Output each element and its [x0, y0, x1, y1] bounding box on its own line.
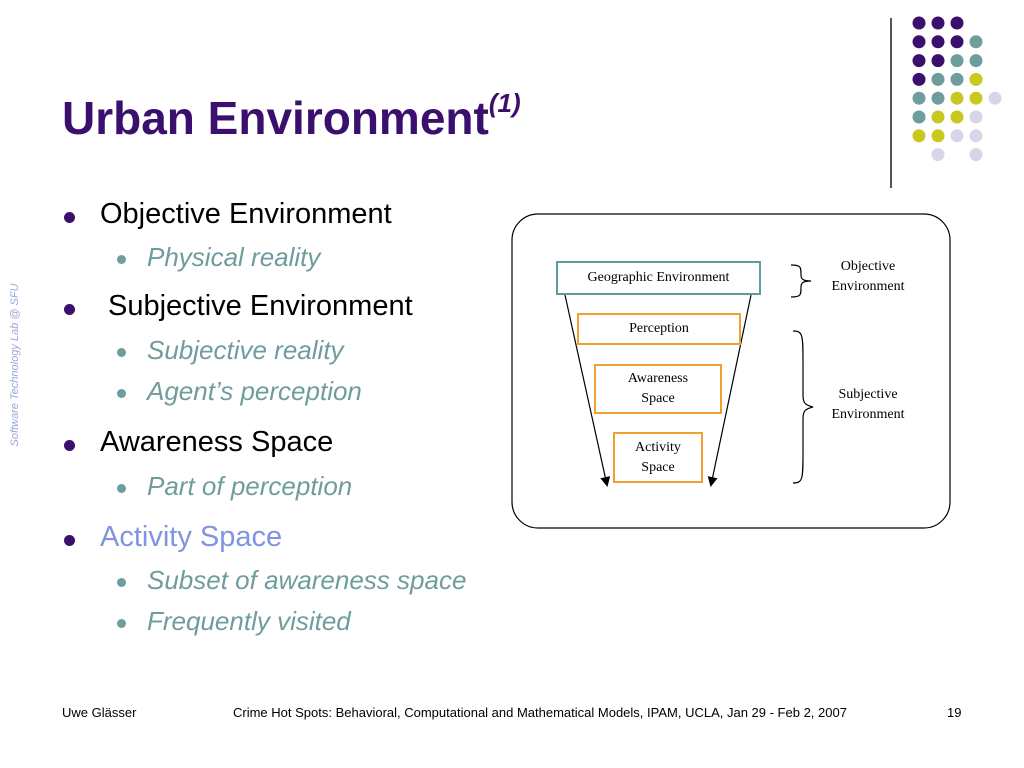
bullet-text-activity-space: Activity Space [100, 521, 283, 553]
decorative-dot-grid [912, 16, 1002, 162]
decorative-dot [912, 72, 926, 86]
decorative-dot [931, 148, 945, 162]
sub-bullet-dot-icon [117, 255, 126, 264]
decorative-dot [969, 110, 983, 124]
objective-brace-icon [790, 264, 812, 298]
decorative-dot [931, 54, 945, 68]
sub-bullet-dot-icon [117, 348, 126, 357]
bullet-dot-icon [64, 304, 75, 315]
subjective-brace-icon [792, 330, 814, 484]
environment-diagram: Geographic Environment Perception Awaren… [511, 213, 951, 529]
decorative-dot [931, 91, 945, 105]
perception-label: Perception [629, 321, 689, 336]
side-label: Software Technology Lab @ SFU [9, 283, 21, 447]
bullet-text: Objective Environment [100, 198, 392, 230]
subjective-label-line1: Subjective [838, 387, 898, 402]
awareness-space-label-line2: Space [641, 391, 675, 406]
decorative-dot [969, 35, 983, 49]
sub-bullet-text: Frequently visited [147, 606, 351, 636]
decorative-dot [969, 54, 983, 68]
bullet-text: Subjective Environment [108, 290, 413, 322]
geographic-environment-box: Geographic Environment [556, 261, 761, 295]
decorative-dot [931, 110, 945, 124]
decorative-dot [969, 72, 983, 86]
decorative-dot [988, 91, 1002, 105]
decorative-dot [969, 91, 983, 105]
slide-title-text: Urban Environment [62, 92, 489, 144]
geographic-environment-label: Geographic Environment [587, 270, 730, 285]
decorative-dot [931, 16, 945, 30]
decorative-dot [950, 72, 964, 86]
objective-label-line2: Environment [831, 279, 905, 294]
slide-title-superscript: (1) [488, 88, 521, 118]
footer-author: Uwe Glässer [62, 705, 137, 720]
decorative-dot [950, 35, 964, 49]
decorative-dot [912, 129, 926, 143]
activity-space-label-line2: Space [641, 459, 675, 475]
sub-bullet-dot-icon [117, 578, 126, 587]
decorative-dot [912, 110, 926, 124]
slide-title: Urban Environment(1) [62, 88, 521, 145]
decorative-dot [912, 91, 926, 105]
decorative-dot [931, 35, 945, 49]
sub-bullet-text: Subset of awareness space [147, 565, 467, 595]
bullet-dot-icon [64, 535, 75, 546]
sub-bullet-dot-icon [117, 484, 126, 493]
activity-space-label-line1: Activity [635, 439, 681, 455]
footer-page-number: 19 [947, 705, 962, 720]
sub-bullet-dot-icon [117, 619, 126, 628]
perception-box: Perception [577, 313, 741, 345]
funnel-right-arrow [707, 294, 752, 487]
decorative-dot [931, 72, 945, 86]
footer-event: Crime Hot Spots: Behavioral, Computation… [233, 705, 847, 720]
funnel-left-arrow [564, 294, 611, 487]
title-divider-line [890, 18, 892, 188]
decorative-dot [950, 54, 964, 68]
sub-bullet-text: Physical reality [147, 242, 321, 272]
decorative-dot [931, 129, 945, 143]
sub-bullet-text: Subjective reality [147, 335, 344, 365]
bullet-dot-icon [64, 440, 75, 451]
awareness-space-label-line1: Awareness [627, 371, 689, 386]
sub-bullet-text: Part of perception [147, 471, 353, 501]
decorative-dot [969, 148, 983, 162]
decorative-dot [912, 54, 926, 68]
decorative-dot [950, 129, 964, 143]
decorative-dot [912, 16, 926, 30]
decorative-dot [912, 35, 926, 49]
sub-bullet-dot-icon [117, 389, 126, 398]
decorative-dot [969, 129, 983, 143]
sub-bullet-text: Agent’s perception [147, 376, 362, 406]
decorative-dot [950, 110, 964, 124]
bullet-dot-icon [64, 212, 75, 223]
subjective-label-line2: Environment [831, 407, 905, 422]
decorative-dot [950, 16, 964, 30]
decorative-dot [950, 91, 964, 105]
bullet-text: Awareness Space [100, 426, 334, 458]
objective-label-line1: Objective [840, 259, 896, 274]
